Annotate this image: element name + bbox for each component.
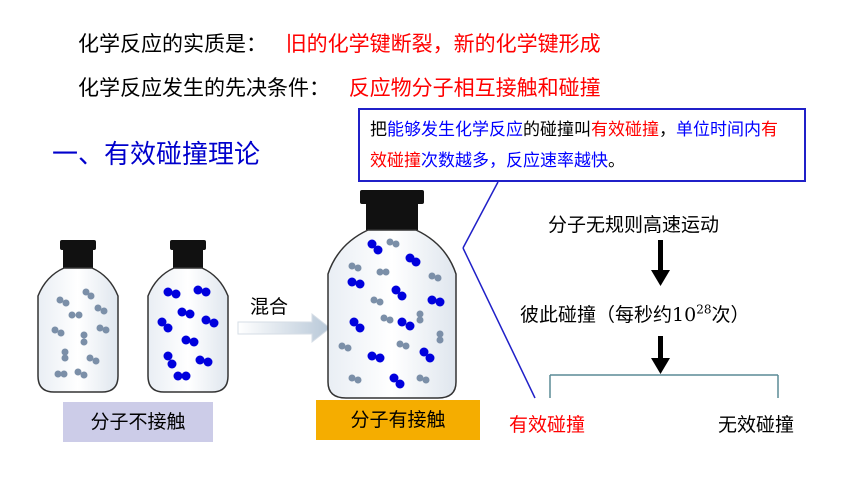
callout-pointer-line-2 <box>462 247 536 399</box>
flow-step-collision-exponent: 28 <box>696 302 712 317</box>
statement-essence-label: 化学反应的实质是： <box>78 32 267 56</box>
callout-text-5: ， <box>659 120 676 140</box>
flow-arrow-down-2 <box>651 336 670 374</box>
callout-text-9: 。 <box>608 151 625 171</box>
mix-label: 混合 <box>250 296 289 318</box>
callout-text-7: 有效碰撞 <box>370 120 778 171</box>
callout-text-3: 的碰撞叫 <box>523 120 591 140</box>
flow-arrow-down-1 <box>651 240 670 286</box>
flow-step-random-motion: 分子无规则高速运动 <box>548 214 720 236</box>
branch-ineffective-collision: 无效碰撞 <box>718 414 795 436</box>
flow-step-collision: 彼此碰撞（每秒约1028次） <box>520 300 749 327</box>
statement-essence-value: 旧的化学键断裂，新的化学键形成 <box>285 32 601 56</box>
flow-step-collision-text: 彼此碰撞（每秒约10 <box>520 304 697 326</box>
statement-essence: 化学反应的实质是： 旧的化学键断裂，新的化学键形成 <box>78 28 601 58</box>
branch-effective-collision: 有效碰撞 <box>509 414 586 436</box>
flow-step-collision-suffix: 次） <box>711 304 750 326</box>
mix-arrow <box>237 312 331 344</box>
bottle-blue-molecules <box>147 240 229 393</box>
callout-text-4: 有效碰撞 <box>591 120 659 140</box>
branch-connector <box>549 374 779 398</box>
callout-text-1: 把 <box>370 120 387 140</box>
callout-text-2: 能够发生化学反应 <box>387 120 523 140</box>
statement-precondition-label: 化学反应发生的先决条件： <box>78 76 330 100</box>
label-no-contact: 分子不接触 <box>63 402 213 442</box>
label-in-contact: 分子有接触 <box>316 400 480 440</box>
callout-pointer-line-1 <box>462 181 499 249</box>
section-title: 一、有效碰撞理论 <box>52 140 261 170</box>
statement-precondition-value: 反应物分子相互接触和碰撞 <box>348 76 601 100</box>
callout-text-6: 单位时间内 <box>676 120 761 140</box>
bottle-gray-molecules <box>37 240 119 393</box>
statement-precondition: 化学反应发生的先决条件： 反应物分子相互接触和碰撞 <box>78 72 601 102</box>
callout-text-8: 次数越多，反应速率越快 <box>421 151 608 171</box>
definition-callout: 把能够发生化学反应的碰撞叫有效碰撞，单位时间内有效碰撞次数越多，反应速率越快。 <box>358 108 806 182</box>
bottle-mixed-molecules <box>327 190 457 399</box>
